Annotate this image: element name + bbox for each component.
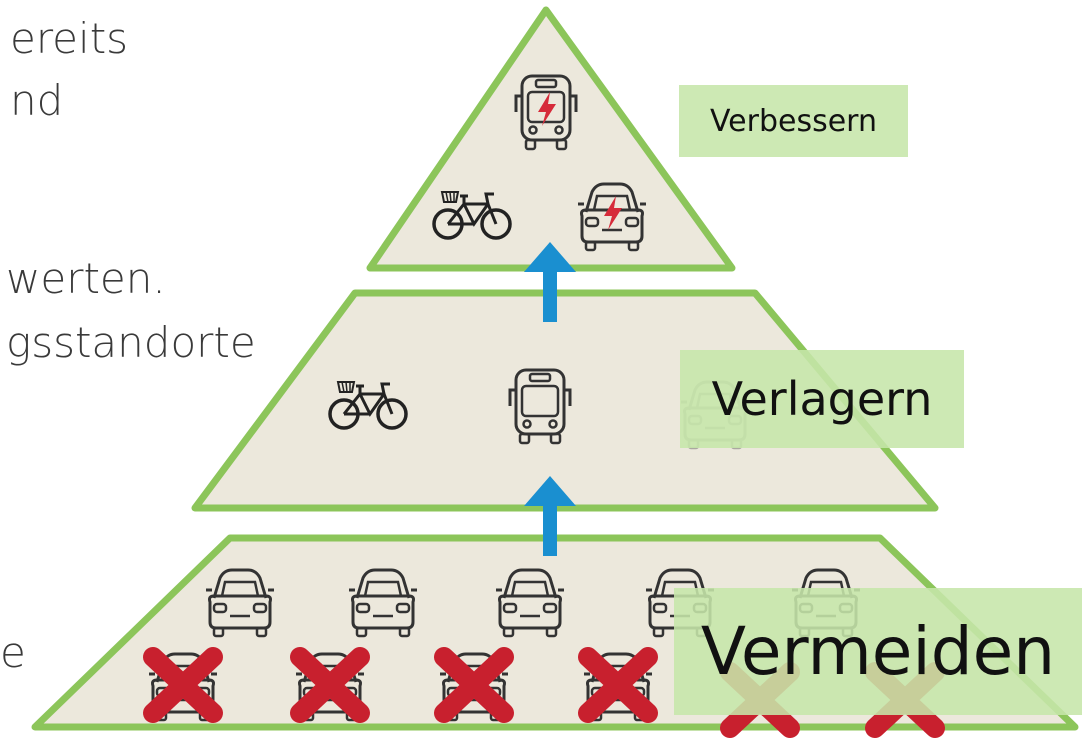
tier-label-improve: Verbessern: [679, 85, 908, 157]
background-text-line: ereits: [10, 14, 129, 63]
background-slide-text: ereits nd werten. gsstandorte e: [0, 0, 300, 740]
background-text-line: werten.: [6, 254, 166, 303]
background-text-line: gsstandorte: [6, 318, 256, 367]
tier-label-shift: Verlagern: [680, 350, 964, 448]
background-text-line: nd: [10, 76, 64, 125]
tier-label-avoid: Vermeiden: [674, 588, 1082, 715]
background-text-line: e: [0, 628, 26, 677]
